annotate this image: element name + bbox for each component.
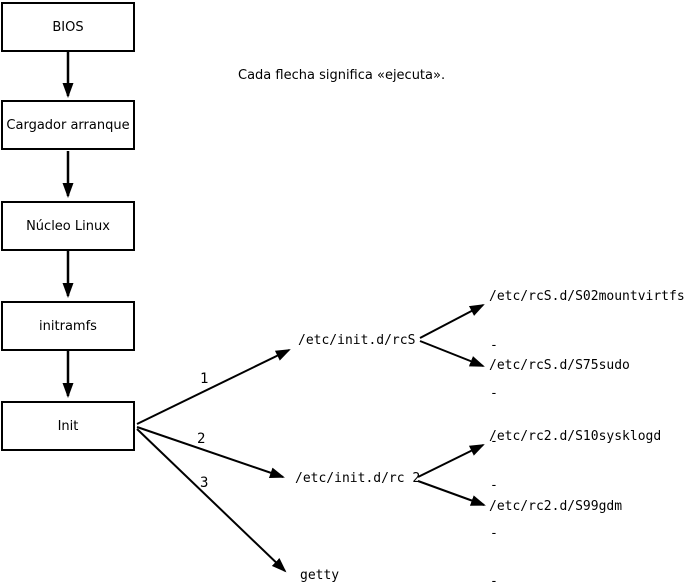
box-initramfs-label: initramfs [39, 318, 97, 334]
path-rcS-last-script: /etc/rcS.d/S75sudo [489, 358, 630, 373]
rcS-ellipsis-dot: - [490, 338, 498, 353]
branch-number-2: 2 [197, 431, 206, 447]
rc2-ellipsis: - - - [490, 446, 521, 585]
rc2-ellipsis-dot: - [490, 574, 498, 585]
rcS-ellipsis-dot: - [490, 386, 498, 401]
arrow-rcS-to-last-script [419, 340, 485, 367]
arrow-rc2-to-first-script [417, 444, 485, 478]
box-bios: BIOS [1, 2, 135, 52]
path-init-d-rcS: /etc/init.d/rcS [298, 333, 416, 348]
branch-number-3: 3 [200, 475, 209, 491]
arrow-rcS-to-first-script [419, 304, 485, 339]
rc2-ellipsis-dot: - [490, 526, 498, 541]
path-init-d-rc2: /etc/init.d/rc 2 [295, 471, 421, 486]
path-rcS-first-script: /etc/rcS.d/S02mountvirtfs [489, 289, 684, 304]
box-bios-label: BIOS [52, 19, 84, 35]
path-rc2-last-script: /etc/rc2.d/S99gdm [489, 499, 623, 514]
diagram-caption: Cada flecha significa «ejecuta». [238, 68, 446, 83]
box-init: Init [1, 401, 135, 451]
branch-number-1: 1 [200, 371, 209, 387]
arrow-rc2-to-last-script [417, 480, 486, 506]
box-initramfs: initramfs [1, 301, 135, 351]
box-kernel: Núcleo Linux [1, 201, 135, 251]
path-getty: getty [300, 568, 340, 583]
box-init-label: Init [57, 418, 79, 434]
box-bootloader: Cargador arranque [1, 100, 135, 150]
arrow-init-to-rc2 [136, 426, 285, 478]
arrow-init-to-rcS [136, 349, 291, 425]
rcS-ellipsis-dot: - [490, 434, 498, 449]
box-bootloader-label: Cargador arranque [6, 117, 130, 133]
rcS-ellipsis: - - - [490, 306, 521, 482]
path-rc2-first-script: /etc/rc2.d/S10sysklogd [489, 429, 662, 444]
arrow-init-to-getty [136, 428, 287, 573]
rc2-ellipsis-dot: - [490, 478, 498, 493]
box-kernel-label: Núcleo Linux [26, 218, 110, 234]
